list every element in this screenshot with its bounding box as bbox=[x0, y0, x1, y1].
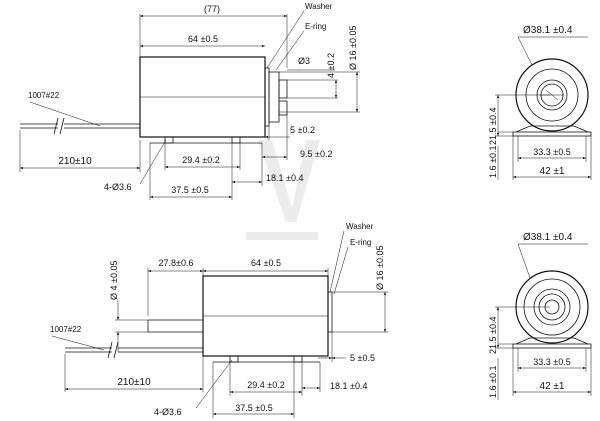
hole-label: 4-Ø3.6 bbox=[154, 407, 182, 417]
shaft-dia-label: Ø 4 ±0.05 bbox=[109, 261, 119, 300]
lead-length-label: 210±10 bbox=[58, 156, 92, 167]
dim-18-1-label: 18.1 ±0.4 bbox=[330, 381, 367, 391]
washer-label: Washer bbox=[346, 222, 374, 231]
height-label: 21.5 ±0.4 bbox=[488, 317, 498, 354]
dim-37-5-label: 37.5 ±0.5 bbox=[171, 185, 208, 195]
ering-label: E-ring bbox=[350, 238, 371, 247]
base-thickness-label: 1.6 ±0.1 bbox=[488, 366, 498, 398]
wire-label: 1007#22 bbox=[50, 325, 82, 334]
base-width-label: 42 ±1 bbox=[540, 166, 565, 177]
plunger-dia-label: Ø3 bbox=[298, 56, 310, 66]
plunger-head bbox=[268, 71, 280, 123]
dim-29-4-label: 29.4 ±0.2 bbox=[182, 155, 219, 165]
dim-37-5-label: 37.5 ±0.5 bbox=[235, 403, 272, 413]
dim-4-label: 4 ±0.2 bbox=[326, 53, 336, 78]
outer-dia-label: Ø38.1 ±0.4 bbox=[523, 232, 573, 243]
mount-base bbox=[512, 131, 592, 137]
base-thickness-label: 1.6 ±0.1 bbox=[488, 146, 498, 178]
wire-label: 1007#22 bbox=[28, 91, 60, 100]
hole-spacing-label: 33.3 ±0.5 bbox=[533, 357, 570, 367]
outer-dia-label: Ø38.1 ±0.4 bbox=[523, 25, 573, 36]
plunger-ext-label: 27.8±0.6 bbox=[159, 258, 194, 268]
height-label: 21.5 ±0.4 bbox=[488, 108, 498, 145]
overall-length-label: (77) bbox=[204, 4, 220, 14]
dim-5-label: 5 ±0.5 bbox=[350, 353, 375, 363]
mount-base bbox=[512, 343, 592, 349]
body-dia-label: Ø 16 ±0.05 bbox=[348, 26, 358, 70]
bottom-end-view: Ø38.1 ±0.4 21.5 ±0.4 1.6 ±0.1 33.3 ±0.5 … bbox=[488, 232, 592, 400]
body-length-label: 64 ±0.5 bbox=[188, 34, 218, 44]
washer-label: Washer bbox=[305, 2, 333, 11]
hole-spacing-label: 33.3 ±0.5 bbox=[533, 147, 570, 157]
washer bbox=[264, 67, 270, 127]
body-length-label: 64 ±0.5 bbox=[251, 258, 281, 268]
top-side-view: (77) 64 ±0.5 Washer E-ring Ø3 4 ±0.2 Ø 1… bbox=[19, 2, 360, 200]
dim-29-4-label: 29.4 ±0.2 bbox=[247, 380, 284, 390]
watermark-logo bbox=[246, 140, 320, 240]
dim-5-label: 5 ±0.2 bbox=[290, 125, 315, 135]
dim-9-5-label: 9.5 ±0.2 bbox=[300, 149, 332, 159]
body-dia-label: Ø 16 ±0.05 bbox=[375, 246, 385, 290]
base-width-label: 42 ±1 bbox=[540, 381, 565, 392]
washer bbox=[327, 291, 333, 333]
hole-label: 4-Ø3.6 bbox=[104, 182, 132, 192]
lead-length-label: 210±10 bbox=[117, 377, 151, 388]
bottom-side-view: Washer E-ring Ø 4 ±0.05 27.8±0.6 64 ±0.5… bbox=[50, 222, 388, 418]
dim-18-1-label: 18.1 ±0.4 bbox=[266, 173, 303, 183]
top-end-view: Ø38.1 ±0.4 21.5 ±0.4 1.6 ±0.1 33.3 ±0.5 … bbox=[488, 25, 592, 180]
ering-label: E-ring bbox=[305, 22, 326, 31]
